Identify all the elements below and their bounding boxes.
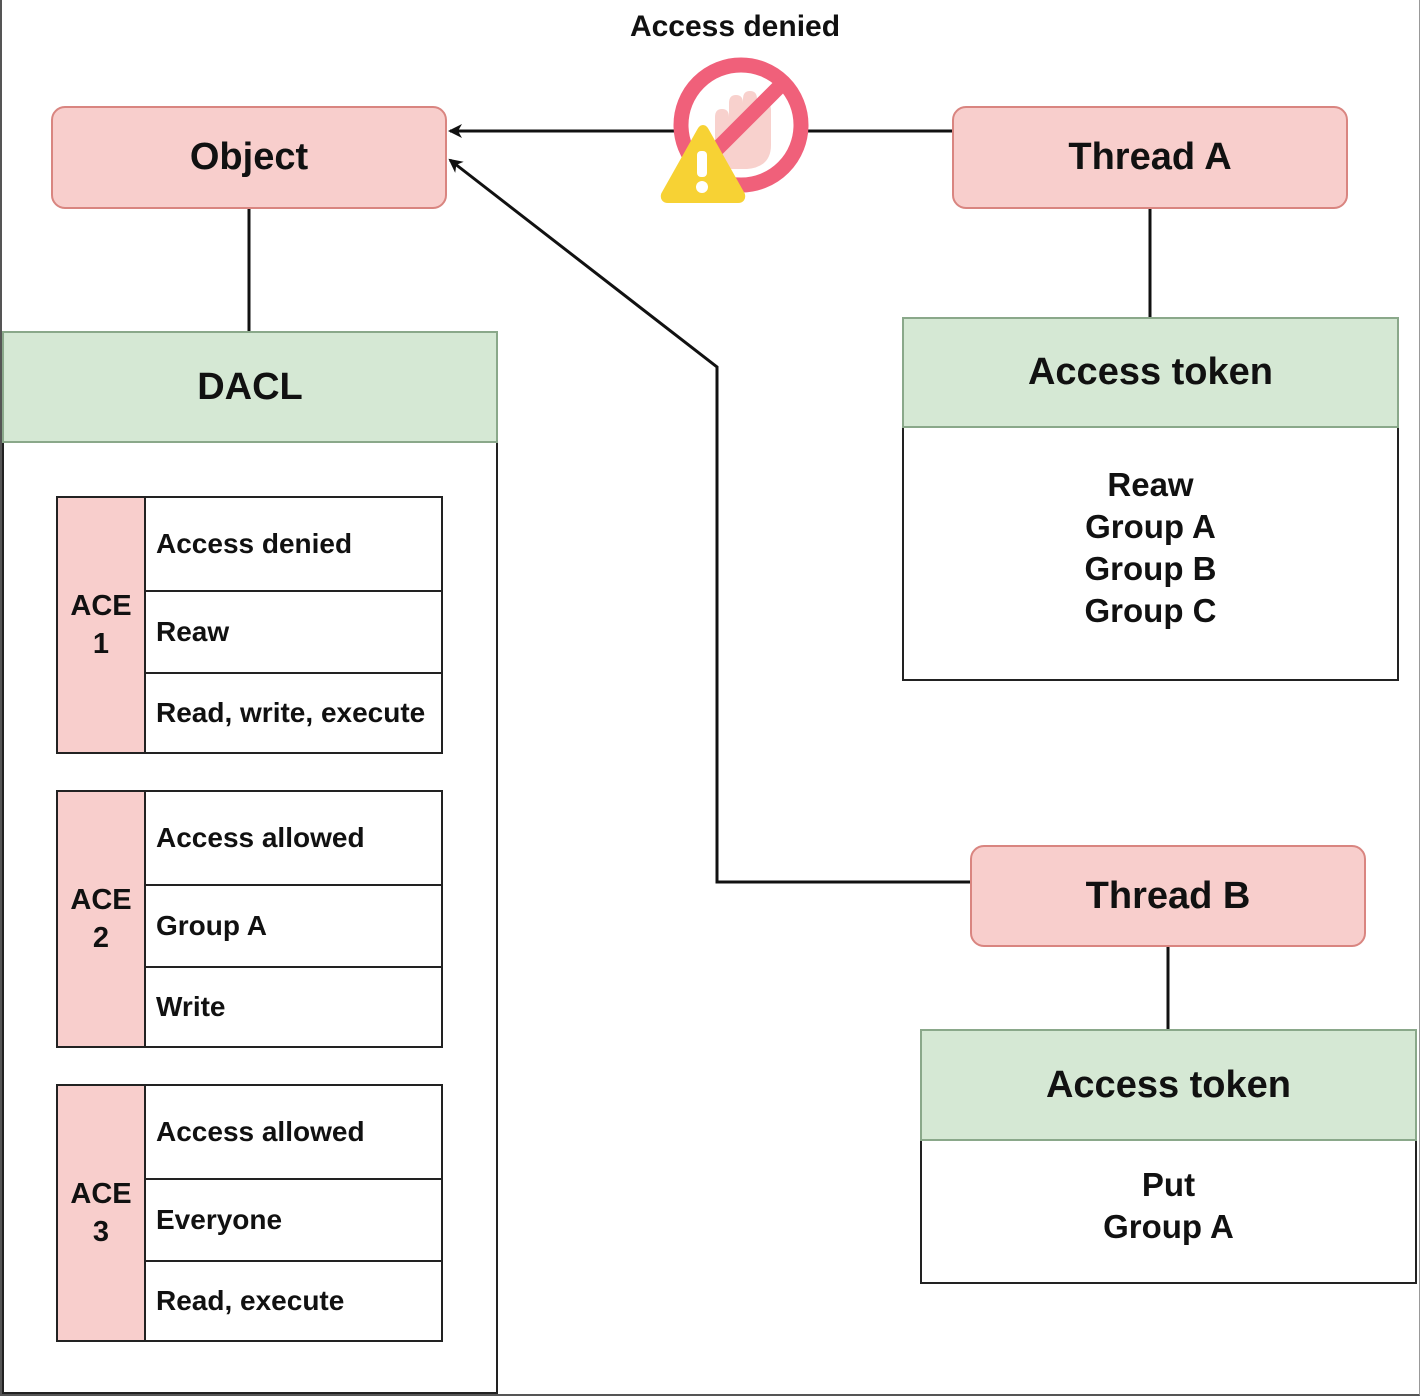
thread-b-token-title: Access token [1045, 1063, 1291, 1106]
ace-type: Access allowed [146, 1086, 441, 1180]
thread-b-node: Thread B [970, 845, 1366, 947]
ace-label: ACE 3 [58, 1086, 146, 1340]
thread-a-token-header: Access token [902, 317, 1399, 428]
ace-label-number: 2 [92, 922, 110, 954]
ace-label-line: ACE [70, 884, 132, 916]
ace-trustee: Group A [146, 886, 441, 968]
dacl-header: DACL [2, 331, 498, 443]
token-entry: Group B [1084, 549, 1217, 587]
token-entry: Put [1141, 1165, 1196, 1203]
object-label: Object [189, 136, 309, 178]
access-denied-icon [660, 57, 809, 203]
ace-trustee: Reaw [146, 592, 441, 674]
token-entry: Group A [1085, 507, 1216, 545]
token-entry: Reaw [1107, 465, 1194, 503]
thread-b-label: Thread B [1085, 874, 1251, 917]
token-entry: Group C [1084, 591, 1217, 629]
access-denied-caption: Access denied [629, 10, 841, 43]
token-entry: Group A [1103, 1207, 1234, 1245]
thread-a-label: Thread A [1068, 136, 1232, 178]
ace-label-number: 3 [92, 1216, 110, 1248]
thread-a-token-body: Reaw Group A Group B Group C [902, 428, 1399, 681]
thread-a-node: Thread A [952, 106, 1348, 209]
ace-entry: ACE 3 Access allowed Everyone Read, exec… [56, 1084, 443, 1342]
object-node: Object [51, 106, 447, 209]
ace-rights: Read, execute [156, 1285, 345, 1316]
thread-b-token-header: Access token [920, 1029, 1417, 1141]
ace-rights: Write [156, 991, 226, 1022]
ace-type: Access denied [146, 498, 441, 592]
dacl-title: DACL [197, 365, 303, 408]
ace-type: Access allowed [146, 792, 441, 886]
ace-entry: ACE 2 Access allowed Group A Write [56, 790, 443, 1048]
threadB-object-arrow [448, 158, 970, 884]
ace-label: ACE 1 [58, 498, 146, 752]
ace-label-number: 1 [92, 628, 110, 660]
warning-triangle-icon [660, 125, 746, 203]
ace-trustee: Everyone [146, 1180, 441, 1262]
thread-b-token-body: Put Group A [920, 1141, 1417, 1284]
ace-entry: ACE 1 Access denied Reaw Read, write, ex… [56, 496, 443, 754]
ace-label: ACE 2 [58, 792, 146, 1046]
ace-rights: Read, write, execute [156, 697, 426, 728]
ace-label-line: ACE [70, 1178, 132, 1210]
ace-label-line: ACE [70, 590, 132, 622]
thread-a-token-title: Access token [1027, 351, 1273, 393]
